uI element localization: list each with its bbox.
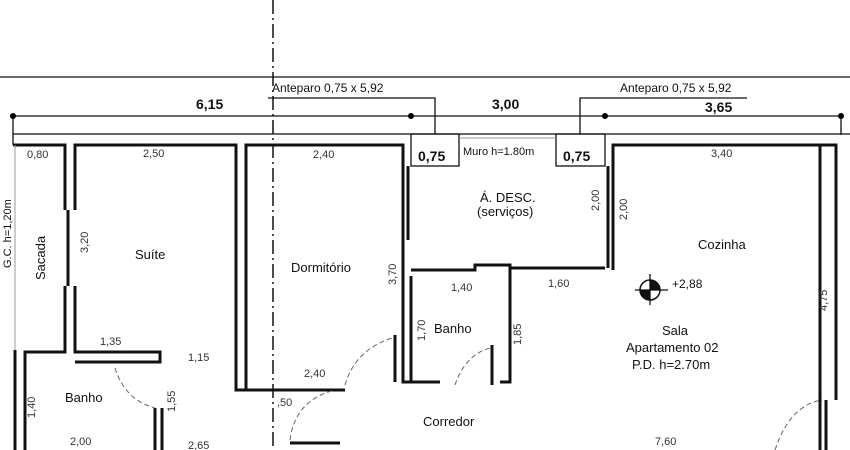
dim-label: 2,40 <box>304 368 325 380</box>
anteparo-right-label: Anteparo 0,75 x 5,92 <box>620 81 732 95</box>
room-labels: Sacada Suíte Dormitório Á. DESC. (serviç… <box>33 190 746 429</box>
dim-label: 2,00 <box>70 436 91 448</box>
gc-label: G.C. h=1,20m <box>2 199 14 268</box>
anteparo-left-label: Anteparo 0,75 x 5,92 <box>272 81 384 95</box>
room-dormitorio: Dormitório <box>291 260 351 275</box>
dim-label: 1,70 <box>416 320 428 341</box>
dim-label: 3,20 <box>79 232 91 253</box>
dim-label: 2,40 <box>313 149 334 161</box>
room-cozinha: Cozinha <box>698 237 746 252</box>
dim-label: 1,60 <box>548 278 569 290</box>
dim-label: 4,75 <box>818 290 830 311</box>
dimension-3-00: 3,00 <box>492 96 519 112</box>
dim-label: 1,40 <box>451 282 472 294</box>
dim-label: 3,70 <box>387 264 399 285</box>
dim-label: 1,85 <box>512 324 524 345</box>
dimension-3-65: 3,65 <box>705 99 732 115</box>
room-area-desc: Á. DESC. <box>480 190 536 205</box>
dim-label: 2,65 <box>188 440 209 450</box>
room-pd: P.D. h=2.70m <box>632 357 710 372</box>
dim-label: 2,00 <box>618 199 630 220</box>
dim-label: 2,50 <box>143 148 164 160</box>
dimension-labels: 0,80 2,50 2,40 3,40 3,20 3,70 2,00 2,00 … <box>26 148 830 450</box>
room-area-desc-sub: (serviços) <box>477 204 533 219</box>
dim-label: 1,15 <box>188 352 209 364</box>
anteparo-box-right: 0,75 <box>563 148 590 164</box>
dim-label: 1,40 <box>26 397 38 418</box>
dim-label: 0,80 <box>27 149 48 161</box>
room-suite: Suíte <box>135 247 165 262</box>
room-sala: Sala <box>662 323 689 338</box>
room-banho-left: Banho <box>65 390 103 405</box>
annotations: Anteparo 0,75 x 5,92 Anteparo 0,75 x 5,9… <box>2 81 732 291</box>
room-apartamento: Apartamento 02 <box>626 340 719 355</box>
room-banho-center: Banho <box>434 321 472 336</box>
dim-label: 1,35 <box>100 336 121 348</box>
dim-label: 1,55 <box>166 391 178 412</box>
dim-label: ,50 <box>277 397 292 409</box>
dim-label: 2,00 <box>590 190 602 211</box>
dimension-6-15: 6,15 <box>196 96 223 112</box>
dim-label: 7,60 <box>655 436 676 448</box>
anteparo-box-left: 0,75 <box>418 148 445 164</box>
dim-label: 3,40 <box>711 148 732 160</box>
room-corredor: Corredor <box>423 414 475 429</box>
level-label: +2,88 <box>672 277 703 291</box>
muro-label: Muro h=1.80m <box>463 146 534 158</box>
room-sacada: Sacada <box>33 235 48 280</box>
